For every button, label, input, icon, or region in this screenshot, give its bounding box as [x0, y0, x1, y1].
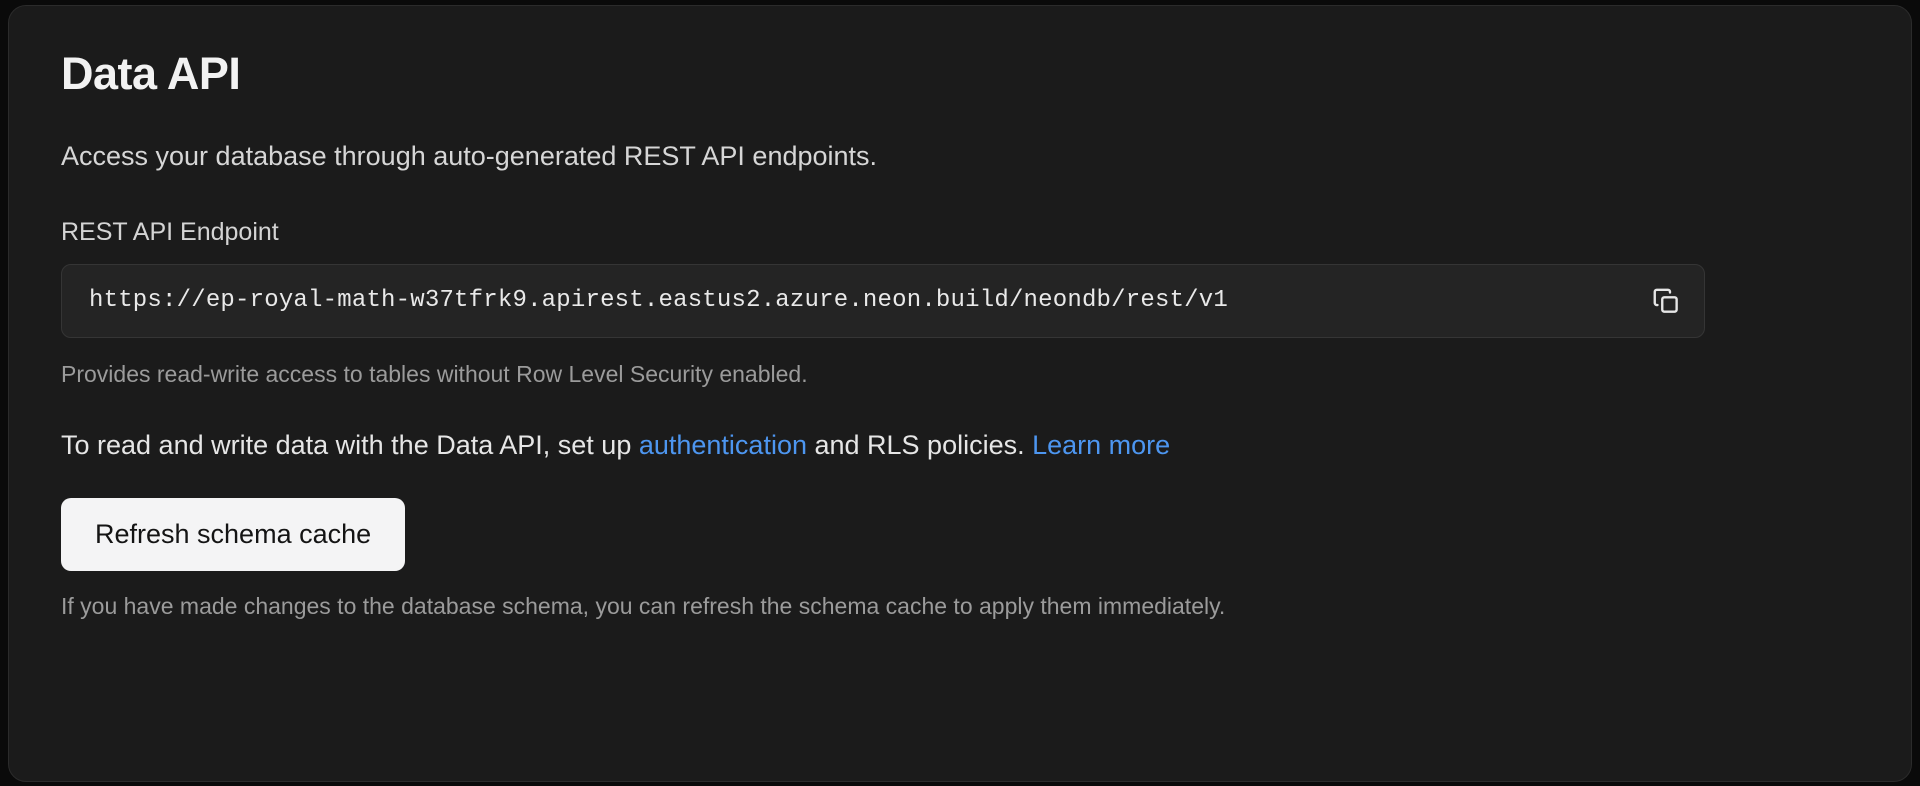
paragraph-middle-text: and RLS policies. [806, 430, 1033, 460]
refresh-schema-footnote: If you have made changes to the database… [61, 593, 1226, 619]
data-api-card: Data API Access your database through au… [8, 5, 1912, 782]
rest-api-endpoint-field[interactable]: https://ep-royal-math-w37tfrk9.apirest.e… [61, 264, 1705, 338]
endpoint-helper-text: Provides read-write access to tables wit… [61, 361, 808, 387]
page-title: Data API [61, 48, 241, 99]
data-api-setup-paragraph: To read and write data with the Data API… [61, 388, 1871, 462]
rest-api-endpoint-value[interactable]: https://ep-royal-math-w37tfrk9.apirest.e… [89, 287, 1228, 314]
refresh-schema-cache-button[interactable]: Refresh schema cache [61, 498, 406, 571]
authentication-link[interactable]: authentication [638, 430, 807, 460]
copy-endpoint-button[interactable] [1634, 269, 1698, 333]
page-subtitle: Access your database through auto-genera… [61, 141, 878, 171]
card-content: Data API Access your database through au… [61, 46, 1871, 620]
learn-more-link[interactable]: Learn more [1032, 430, 1171, 460]
rest-api-endpoint-label: REST API Endpoint [61, 218, 279, 246]
copy-icon [1651, 286, 1681, 316]
paragraph-lead-text: To read and write data with the Data API… [61, 430, 639, 460]
